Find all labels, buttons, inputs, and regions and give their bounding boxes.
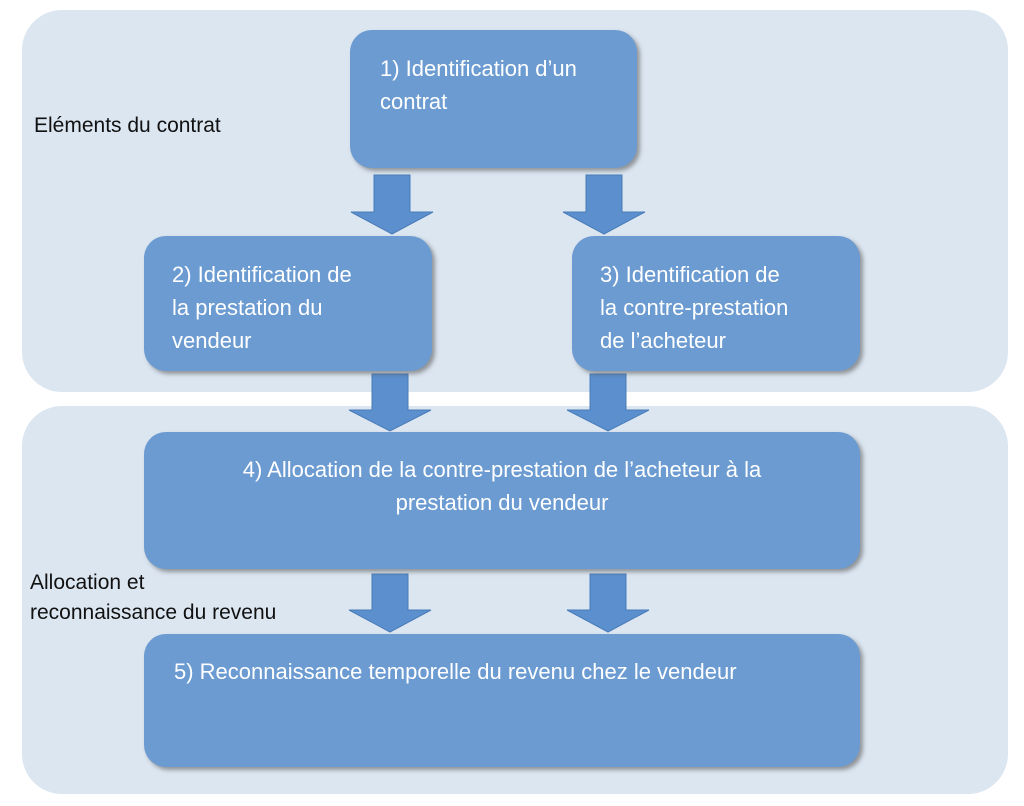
region-label-contract-elements: Eléments du contrat bbox=[34, 111, 221, 141]
region-label-top-text: Eléments du contrat bbox=[34, 114, 221, 137]
step-2-box: 2) Identification de la prestation du ve… bbox=[144, 236, 432, 371]
region-label-bottom-line2: reconnaissance du revenu bbox=[30, 601, 277, 624]
step-1-box: 1) Identification d’un contrat bbox=[350, 30, 637, 168]
step-3-line3: de l’acheteur bbox=[600, 328, 726, 353]
step-2-line1: 2) Identification de bbox=[172, 262, 352, 287]
step-1-line1: 1) Identification d’un bbox=[380, 56, 577, 81]
step-3-line1: 3) Identification de bbox=[600, 262, 780, 287]
arrow-3-to-4 bbox=[566, 373, 650, 432]
step-1-line2: contrat bbox=[380, 89, 448, 114]
step-4-box: 4) Allocation de la contre-prestation de… bbox=[144, 432, 860, 569]
arrow-4-to-5-right bbox=[566, 573, 650, 633]
arrow-2-to-4 bbox=[348, 373, 432, 432]
step-3-line2: la contre-prestation bbox=[600, 295, 789, 320]
step-5-line1: 5) Reconnaissance temporelle du revenu c… bbox=[174, 659, 737, 684]
step-2-line3: vendeur bbox=[172, 328, 252, 353]
step-5-box: 5) Reconnaissance temporelle du revenu c… bbox=[144, 634, 860, 767]
step-3-box: 3) Identification de la contre-prestatio… bbox=[572, 236, 860, 371]
region-label-allocation: Allocation et reconnaissance du revenu bbox=[30, 568, 276, 628]
arrow-1-to-3 bbox=[562, 174, 646, 235]
step-2-line2: la prestation du bbox=[172, 295, 323, 320]
arrow-1-to-2 bbox=[350, 174, 434, 235]
arrow-4-to-5-left bbox=[348, 573, 432, 633]
step-4-line2: prestation du vendeur bbox=[395, 490, 609, 515]
step-4-line1: 4) Allocation de la contre-prestation de… bbox=[242, 457, 762, 482]
region-label-bottom-line1: Allocation et bbox=[30, 571, 145, 594]
